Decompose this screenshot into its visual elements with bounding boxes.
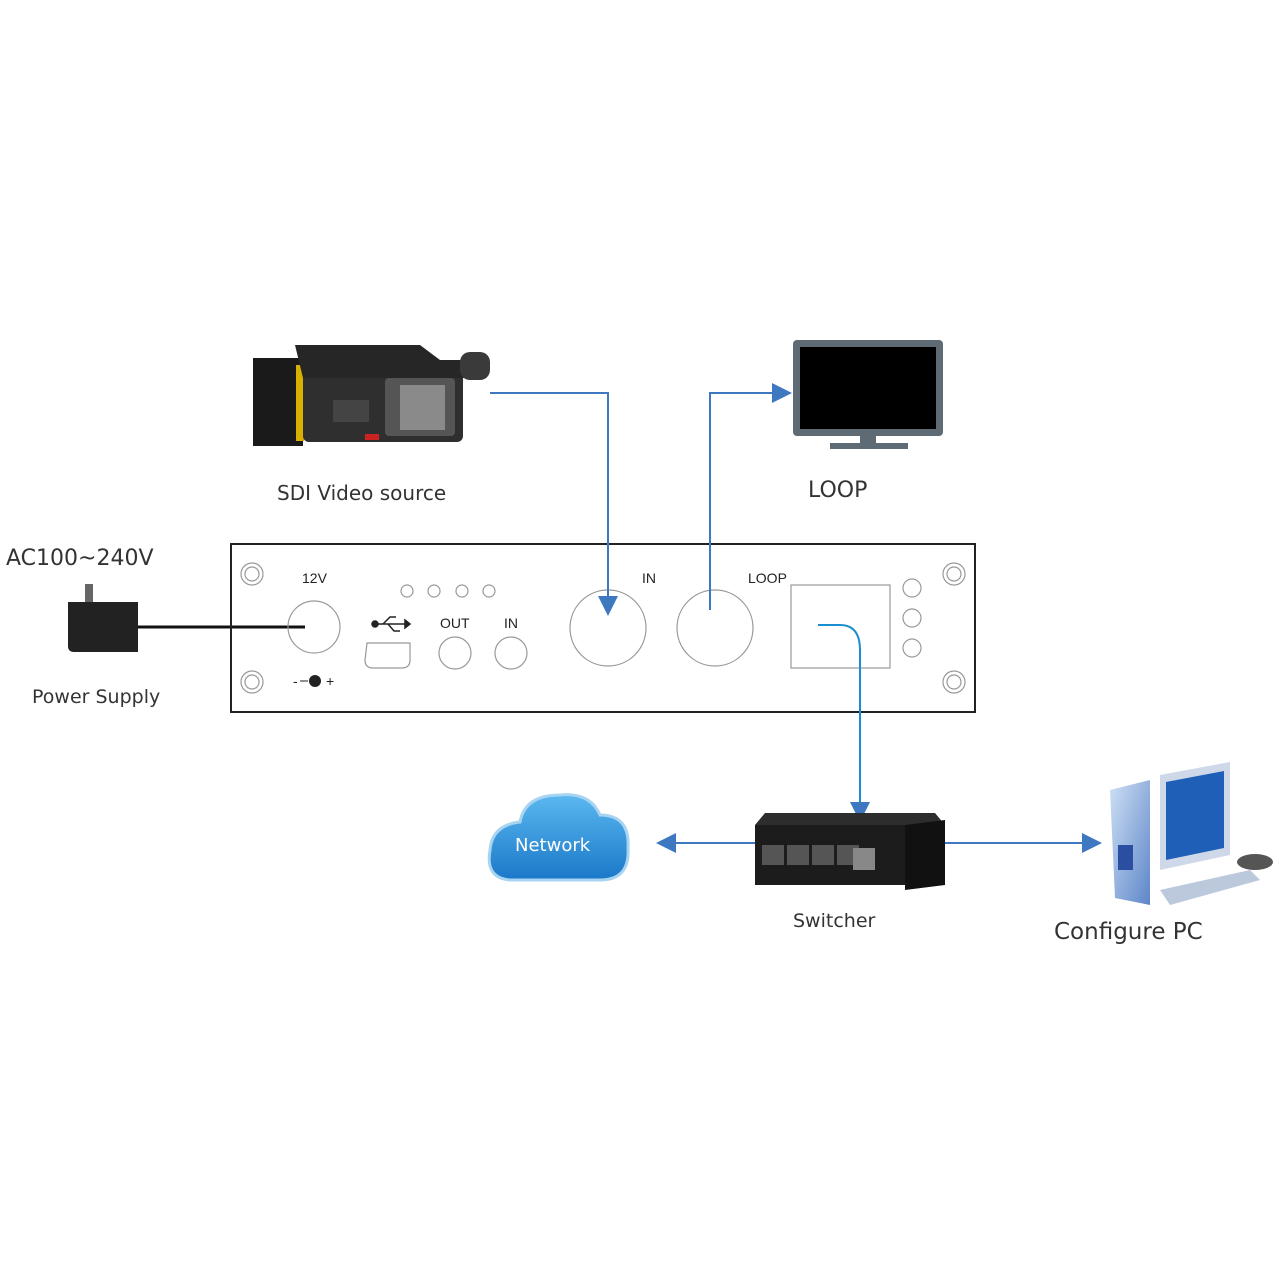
svg-text:-: - [293,673,298,689]
video-source-label: SDI Video source [277,481,446,505]
power-adapter-icon [68,584,138,652]
network-switch-icon [755,813,945,890]
configure-pc-label: Configure PC [1054,919,1203,945]
sdi-input-connection [490,392,618,616]
monitor-label: LOOP [808,478,867,503]
audio-in-label: IN [504,615,518,631]
usb-port [364,642,411,669]
sdi-in-label: IN [642,570,656,586]
ethernet-connection [818,624,870,822]
audio-in-port [494,636,528,670]
loop-output-connection [709,383,792,610]
monitor-icon [793,340,943,449]
network-label: Network [515,835,591,856]
power-supply-label: Power Supply [32,686,160,708]
sdi-loop-port [676,589,754,667]
device-rear-panel [230,543,976,713]
desktop-pc-icon [1110,762,1273,905]
ethernet-port [790,584,891,669]
network-cloud-icon [487,793,630,882]
usb-icon [371,616,412,632]
camcorder-icon [253,345,490,446]
switcher-label: Switcher [793,910,876,932]
audio-out-label: OUT [440,615,470,631]
power-jack [287,600,341,654]
dc-polarity-icon: - + [293,673,334,689]
svg-text:+: + [326,673,334,689]
ac-voltage-label: AC100~240V [6,546,154,571]
audio-out-port [438,636,472,670]
sdi-loop-label: LOOP [748,570,787,586]
power-port-label: 12V [302,570,328,586]
